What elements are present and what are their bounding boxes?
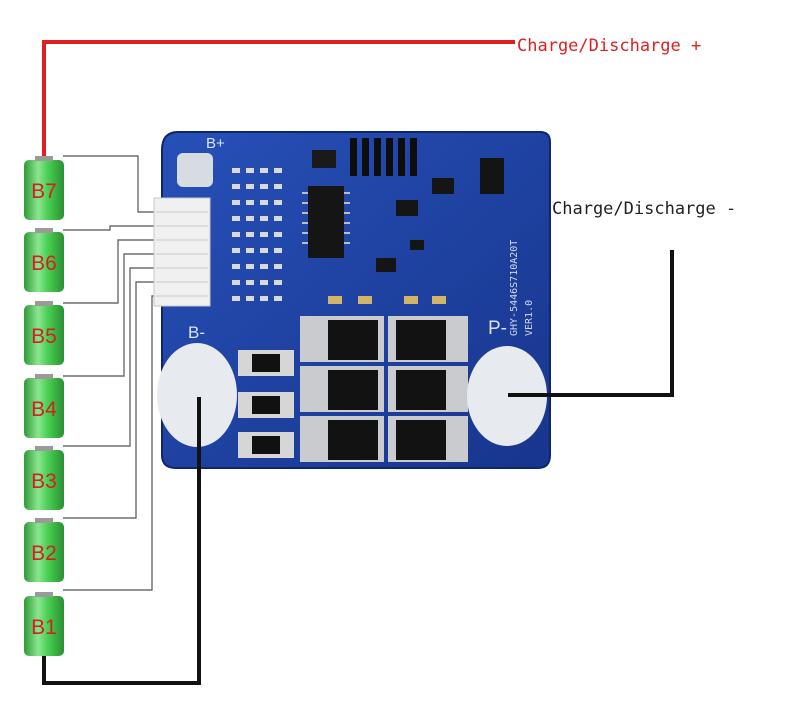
resistor-array (232, 168, 282, 301)
battery-stack: B7 B6 B5 B4 B3 B2 B1 (24, 156, 64, 656)
positive-wire (42, 40, 515, 160)
cell-b7: B7 (24, 156, 64, 220)
cell-label: B2 (31, 542, 57, 565)
cell-b5: B5 (24, 301, 64, 365)
cell-b4: B4 (24, 374, 64, 438)
charge-discharge-negative-label: Charge/Discharge - (552, 199, 737, 219)
header-strip (350, 138, 417, 176)
cell-label: B3 (31, 470, 57, 493)
balance-wires (63, 155, 158, 591)
cell-b1: B1 (24, 592, 64, 656)
b-minus-pad (157, 343, 237, 447)
charge-discharge-positive-label: Charge/Discharge + (517, 36, 702, 56)
board-version-text: VER1.0 (524, 300, 535, 336)
top-right-ic (480, 158, 504, 194)
cell-b6: B6 (24, 228, 64, 292)
capacitor-row (328, 296, 446, 304)
balance-wire-b5 (63, 239, 158, 304)
cell-label: B1 (31, 616, 57, 639)
board-model-text: GHY-5446S710A20T (509, 240, 520, 336)
cell-label: B7 (31, 180, 57, 203)
small-transistors (376, 178, 454, 272)
mosfet-array (300, 316, 468, 462)
b-minus-label: B- (188, 323, 205, 342)
balance-wire-b6 (63, 225, 158, 231)
control-ic (308, 186, 344, 258)
balance-connector (153, 197, 211, 307)
balance-wire-b3 (63, 267, 158, 447)
balance-wire-b2 (63, 281, 158, 519)
balance-wire-b1 (63, 295, 158, 591)
cell-label: B5 (31, 325, 57, 348)
balance-wire-b7 (63, 155, 158, 213)
cell-label: B4 (31, 398, 57, 421)
b-plus-pad (177, 153, 213, 187)
cell-label: B6 (31, 252, 57, 275)
shunt-resistors (238, 350, 294, 458)
p-minus-pad (467, 346, 547, 446)
bms-board: B+ B- P- GHY-5446S710A20T VER1.0 (153, 131, 551, 469)
p-minus-label: P- (488, 318, 507, 339)
small-ic (312, 150, 336, 168)
p-minus-wire (508, 250, 674, 397)
cell-b3: B3 (24, 446, 64, 510)
b-plus-label: B+ (206, 135, 225, 152)
b-minus-wire (42, 397, 201, 685)
cell-b2: B2 (24, 518, 64, 582)
balance-wire-b4 (63, 253, 158, 377)
